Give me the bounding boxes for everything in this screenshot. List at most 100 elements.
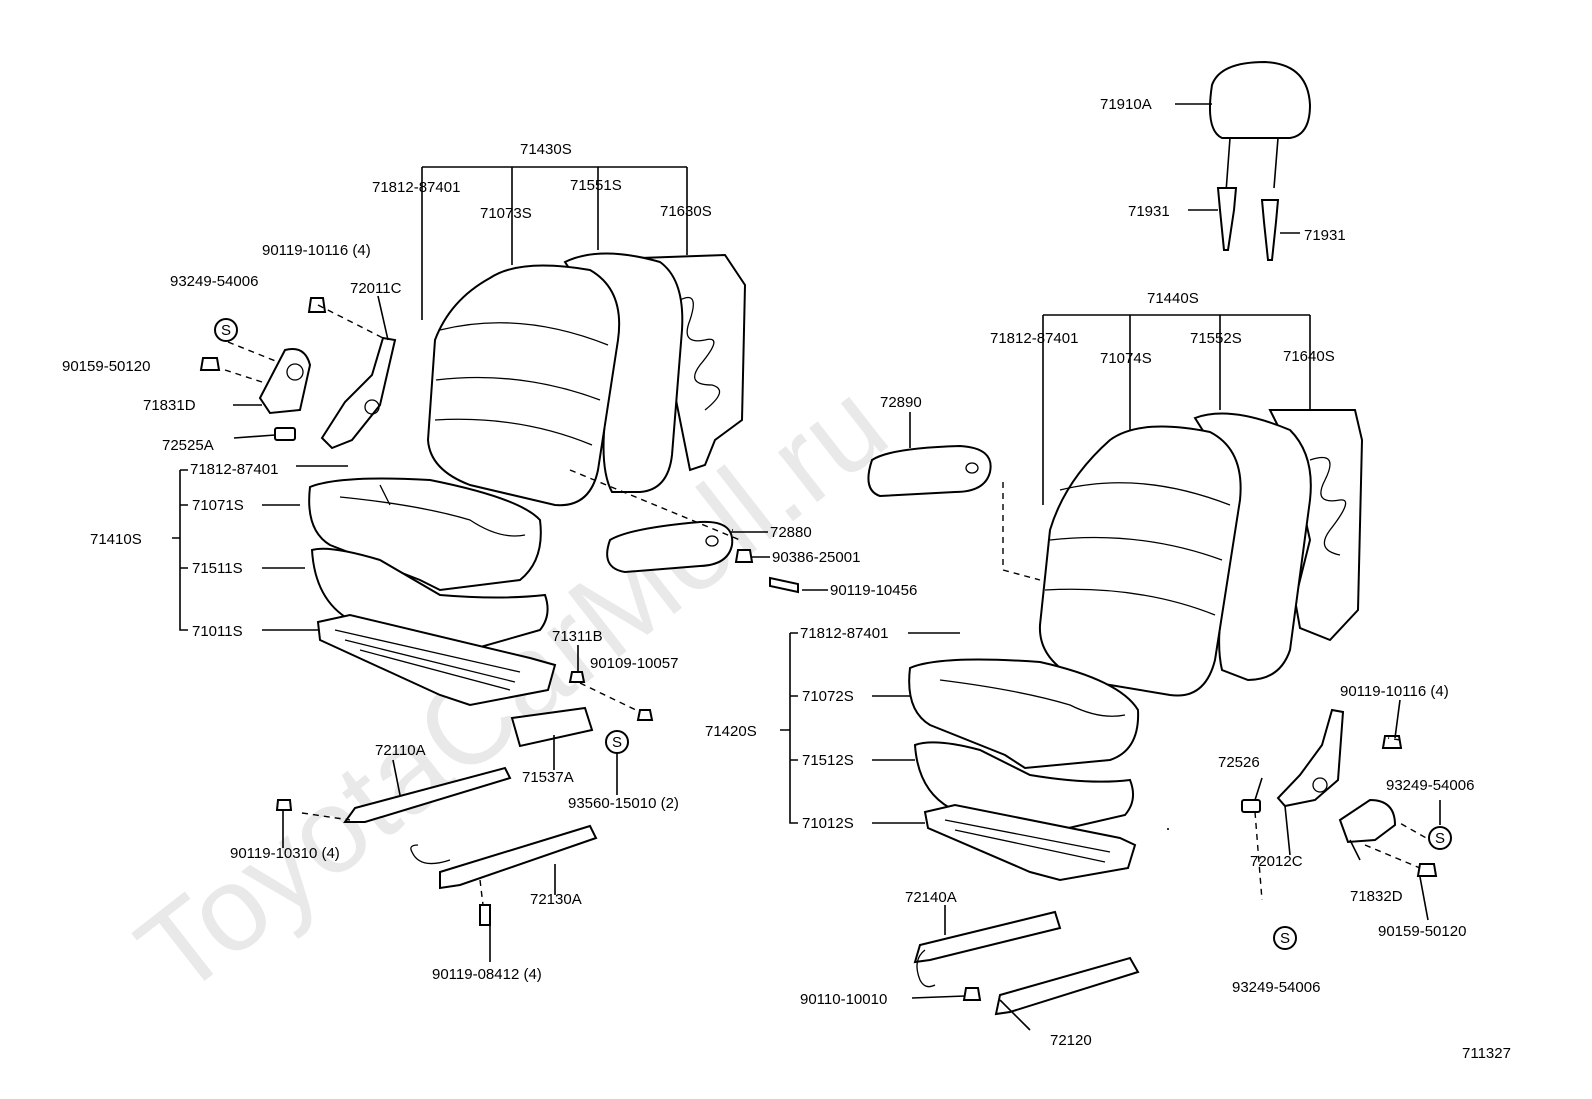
label-90159-50120-b: 90159-50120 xyxy=(1378,923,1466,940)
left-seat-group xyxy=(199,252,799,926)
left-track-wire xyxy=(410,844,451,865)
leader-lines xyxy=(172,103,1441,1031)
left-bolt-rail xyxy=(275,799,293,811)
right-seat-frame-springs xyxy=(944,819,1111,863)
left-seat-cushion-seam xyxy=(339,484,526,537)
left-seat-cushion-frame xyxy=(316,613,557,707)
left-seat-track-inner xyxy=(439,824,598,890)
right-seat-cushion-cover xyxy=(908,658,1140,770)
label-71910A: 71910A xyxy=(1100,96,1152,113)
label-71420S: 71420S xyxy=(705,723,757,740)
label-72880: 72880 xyxy=(770,524,812,541)
svg-text:S: S xyxy=(612,734,622,751)
label-90109-10057: 90109-10057 xyxy=(590,655,678,672)
label-72130A: 72130A xyxy=(530,891,582,908)
label-72525A: 72525A xyxy=(162,437,214,454)
label-90159-50120-a: 90159-50120 xyxy=(62,358,150,375)
label-71073S: 71073S xyxy=(480,205,532,222)
s-mark-left-bottom: S xyxy=(605,730,629,754)
right-recliner-hinge xyxy=(1276,708,1345,808)
s-mark-right-side: S xyxy=(1428,826,1452,850)
label-71640S: 71640S xyxy=(1283,348,1335,365)
part-labels: 71430S 71812-87401 71073S 71551S 71630S … xyxy=(62,96,1511,1062)
right-seat-track-inner xyxy=(913,910,1062,964)
label-90119-10310: 90119-10310 (4) xyxy=(230,845,340,862)
left-screw-71311B xyxy=(568,671,586,683)
label-72110A: 72110A xyxy=(375,742,426,759)
label-93560-15010: 93560-15010 (2) xyxy=(568,795,679,812)
left-bolt-hinge xyxy=(307,297,327,313)
label-93249-54006-a: 93249-54006 xyxy=(170,273,258,290)
label-71812-87401-a: 71812-87401 xyxy=(372,179,460,196)
label-71074S: 71074S xyxy=(1100,350,1152,367)
label-71931-b: 71931 xyxy=(1304,227,1346,244)
svg-text:S: S xyxy=(1280,930,1290,947)
label-90119-10456: 90119-10456 xyxy=(830,582,917,599)
right-bolt-track xyxy=(962,987,982,1001)
left-armrest xyxy=(606,520,734,574)
label-72140A: 72140A xyxy=(905,889,957,906)
left-shield xyxy=(510,706,594,748)
headrest-guide-left xyxy=(1216,187,1238,251)
label-71430S: 71430S xyxy=(520,141,572,158)
label-71512S: 71512S xyxy=(802,752,854,769)
right-recliner-cover xyxy=(1338,798,1397,844)
left-armrest-hole xyxy=(705,535,719,547)
label-72011C: 72011C xyxy=(350,280,402,297)
label-71537A: 71537A xyxy=(522,769,574,786)
right-seatback-cover xyxy=(1038,425,1242,697)
label-71071S: 71071S xyxy=(192,497,244,514)
label-71630S: 71630S xyxy=(660,203,712,220)
right-bolt-cover xyxy=(1416,863,1438,877)
label-71812-87401-c: 71812-87401 xyxy=(990,330,1078,347)
left-recliner-cover-hole xyxy=(286,363,304,381)
right-armrest xyxy=(867,444,992,498)
right-track-wire xyxy=(916,949,936,988)
svg-text:S: S xyxy=(1435,830,1445,847)
s-markers: S S S S xyxy=(214,318,1452,950)
left-seatback-frame-spring xyxy=(679,296,721,411)
label-72012C: 72012C xyxy=(1250,853,1303,870)
left-seat-frame-springs xyxy=(334,629,521,691)
diagram-id: 711327 xyxy=(1462,1045,1511,1062)
label-90110-10010: 90110-10010 xyxy=(800,991,887,1008)
left-bolt-90119-10456 xyxy=(769,576,799,594)
label-71551S: 71551S xyxy=(570,177,622,194)
label-90119-10116-a: 90119-10116 (4) xyxy=(262,242,371,259)
left-lever-knob xyxy=(274,427,296,441)
label-72890: 72890 xyxy=(880,394,922,411)
headrest-guide-right xyxy=(1260,199,1280,261)
svg-text:S: S xyxy=(221,322,231,339)
left-recliner-hinge xyxy=(320,336,397,450)
left-seat-cushion-cover xyxy=(308,477,542,592)
label-90119-08412: 90119-08412 (4) xyxy=(432,966,542,983)
right-seat-track-outer xyxy=(994,956,1140,1016)
label-93249-54006-b: 93249-54006 xyxy=(1386,777,1474,794)
label-93249-54006-c: 93249-54006 xyxy=(1232,979,1320,996)
right-recliner-hinge-pivot xyxy=(1312,777,1328,793)
left-bolt-cover xyxy=(199,357,221,371)
left-recliner-hinge-pivot xyxy=(364,399,380,415)
right-seat-cushion-frame xyxy=(923,803,1137,882)
label-71511S: 71511S xyxy=(192,560,243,577)
label-71011S: 71011S xyxy=(192,623,243,640)
s-mark-left-top: S xyxy=(214,318,238,342)
left-bolt-bottom xyxy=(479,904,491,926)
label-71931-a: 71931 xyxy=(1128,203,1170,220)
left-seatback-cover xyxy=(426,264,621,507)
right-bolt-hinge xyxy=(1381,735,1403,749)
label-90119-10116-b: 90119-10116 (4) xyxy=(1340,683,1449,700)
left-recliner-cover xyxy=(258,348,312,415)
label-71440S: 71440S xyxy=(1147,290,1199,307)
label-71012S: 71012S xyxy=(802,815,854,832)
label-72526: 72526 xyxy=(1218,754,1260,771)
right-armrest-hole xyxy=(965,462,979,474)
label-72120: 72120 xyxy=(1050,1032,1092,1049)
label-71311B: 71311B xyxy=(552,628,603,645)
label-71410S: 71410S xyxy=(90,531,142,548)
right-seatback-frame-spring xyxy=(1309,456,1347,556)
left-screw-90386 xyxy=(734,549,754,563)
label-71552S: 71552S xyxy=(1190,330,1242,347)
label-71832D: 71832D xyxy=(1350,888,1403,905)
